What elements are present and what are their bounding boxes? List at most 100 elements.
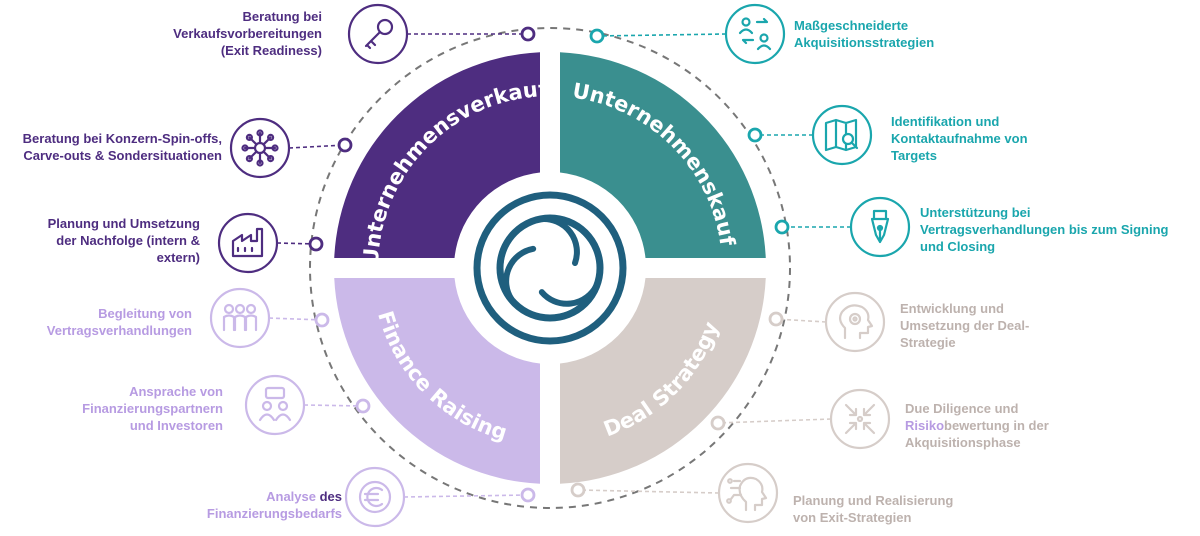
label-segment: Planung und Realisierung — [793, 493, 954, 508]
label-segment: Risiko — [905, 418, 945, 433]
label-segment: Planung und Umsetzung — [47, 216, 200, 231]
ring-dot — [774, 219, 790, 235]
ring-dot — [747, 127, 763, 143]
label-line: Due Diligence und — [905, 400, 1049, 417]
icon-circle — [824, 291, 886, 353]
ring-dot — [355, 398, 371, 414]
connector-line — [596, 33, 727, 37]
label-segment: Verkaufsvorbereitungen — [173, 26, 322, 41]
label-line: Umsetzung der Deal- — [900, 317, 1029, 334]
item-due-diligence — [710, 388, 891, 450]
label-line: Strategie — [900, 334, 1029, 351]
quadrant-top-left — [334, 52, 540, 259]
label-line: extern) — [48, 249, 200, 266]
item-nachfolge — [217, 212, 324, 274]
logo-swirls — [497, 215, 603, 321]
network-icon — [241, 129, 279, 167]
connector-line — [717, 418, 832, 424]
label-line: Vertragsverhandlungen bis zum Signing — [920, 221, 1169, 238]
connector-line — [268, 317, 323, 321]
label-line: Finanzierungspartnern — [82, 400, 223, 417]
label-line: Vertragsverhandlungen — [47, 322, 192, 339]
label-segment: Targets — [891, 148, 937, 163]
label-segment: Entwicklung und — [900, 301, 1004, 316]
logo-outer-ring — [473, 191, 627, 345]
item-deal-strategie — [768, 291, 886, 353]
label-spin-offs: Beratung bei Konzern-Spin-offs,Carve-out… — [23, 130, 222, 164]
label-line: und Closing — [920, 238, 1169, 255]
factory-icon — [231, 227, 264, 258]
quadrant-bottom-left — [334, 278, 540, 484]
euro-icon — [358, 480, 392, 514]
icon-circle — [724, 3, 786, 65]
connector-line — [775, 318, 827, 323]
ring-dot — [589, 28, 605, 44]
ring-dot — [768, 311, 784, 327]
label-segment: Identifikation und — [891, 114, 1000, 129]
item-exit-strategien — [570, 462, 779, 524]
item-signing — [774, 196, 911, 258]
label-segment: Vertragsverhandlungen bis zum Signing — [920, 222, 1169, 237]
ring-dot — [308, 236, 324, 252]
key-icon — [364, 18, 394, 50]
icon-circle — [244, 374, 306, 436]
item-vertragsverhandlungen — [209, 287, 330, 349]
label-line: Targets — [891, 147, 1028, 164]
label-segment: und Closing — [920, 239, 996, 254]
connector-line — [577, 489, 720, 494]
label-line: Beratung bei — [173, 8, 322, 25]
label-line: Identifikation und — [891, 113, 1028, 130]
people-icon — [222, 303, 258, 332]
icon-circle — [717, 462, 779, 524]
quadrant-top-right — [560, 52, 766, 259]
label-segment: Unterstützung bei — [920, 205, 1031, 220]
head-circuit-icon — [726, 476, 768, 512]
label-segment: Kontaktaufnahme von — [891, 131, 1028, 146]
dashed-ring — [309, 27, 791, 509]
ring-dot — [337, 137, 353, 153]
quadrant-bottom-right — [560, 278, 766, 484]
label-line: Beratung bei Konzern-Spin-offs, — [23, 130, 222, 147]
label-line: Planung und Realisierung — [793, 492, 953, 509]
connector-line — [288, 144, 346, 149]
icon-circle — [229, 117, 291, 179]
label-line: der Nachfolge (intern & — [48, 232, 200, 249]
item-akquisitionsstrategien — [589, 3, 786, 65]
ring-dot — [570, 482, 586, 498]
ring-dot — [520, 487, 536, 503]
label-segment: Umsetzung der Deal- — [900, 318, 1030, 333]
label-line: Carve-outs & Sondersituationen — [23, 147, 222, 164]
label-line: Analyse des — [207, 488, 342, 505]
item-finanzierungsbedarf — [344, 466, 536, 528]
label-segment: Finanzierungspartnern — [82, 401, 223, 416]
label-segment: Akquisitionsphase — [905, 435, 1021, 450]
label-segment: Beratung bei Konzern-Spin-offs, — [22, 131, 222, 146]
label-segment: Finanzierungsbedarfs — [206, 506, 342, 521]
label-line: Verkaufsvorbereitungen — [173, 25, 322, 42]
label-segment: extern) — [156, 250, 200, 265]
item-spin-offs — [229, 117, 353, 179]
label-line: Akquisitionsphase — [905, 434, 1049, 451]
arrows-in-icon — [844, 403, 876, 435]
label-segment: Maßgeschneiderte — [794, 18, 909, 33]
label-line: Akquisitionsstrategien — [794, 34, 934, 51]
label-line: Planung und Umsetzung — [48, 215, 200, 232]
item-finanzierungspartner — [244, 374, 371, 436]
label-segment: Strategie — [900, 335, 956, 350]
icon-circle — [344, 466, 406, 528]
item-exit-readiness — [347, 3, 536, 65]
ring-dot — [710, 415, 726, 431]
label-line: Kontaktaufnahme von — [891, 130, 1028, 147]
label-line: Begleitung von — [47, 305, 192, 322]
ring-dot — [314, 312, 330, 328]
head-gear-icon — [838, 304, 874, 340]
label-segment: Due Diligence und — [905, 401, 1019, 416]
connector-line — [303, 404, 364, 407]
